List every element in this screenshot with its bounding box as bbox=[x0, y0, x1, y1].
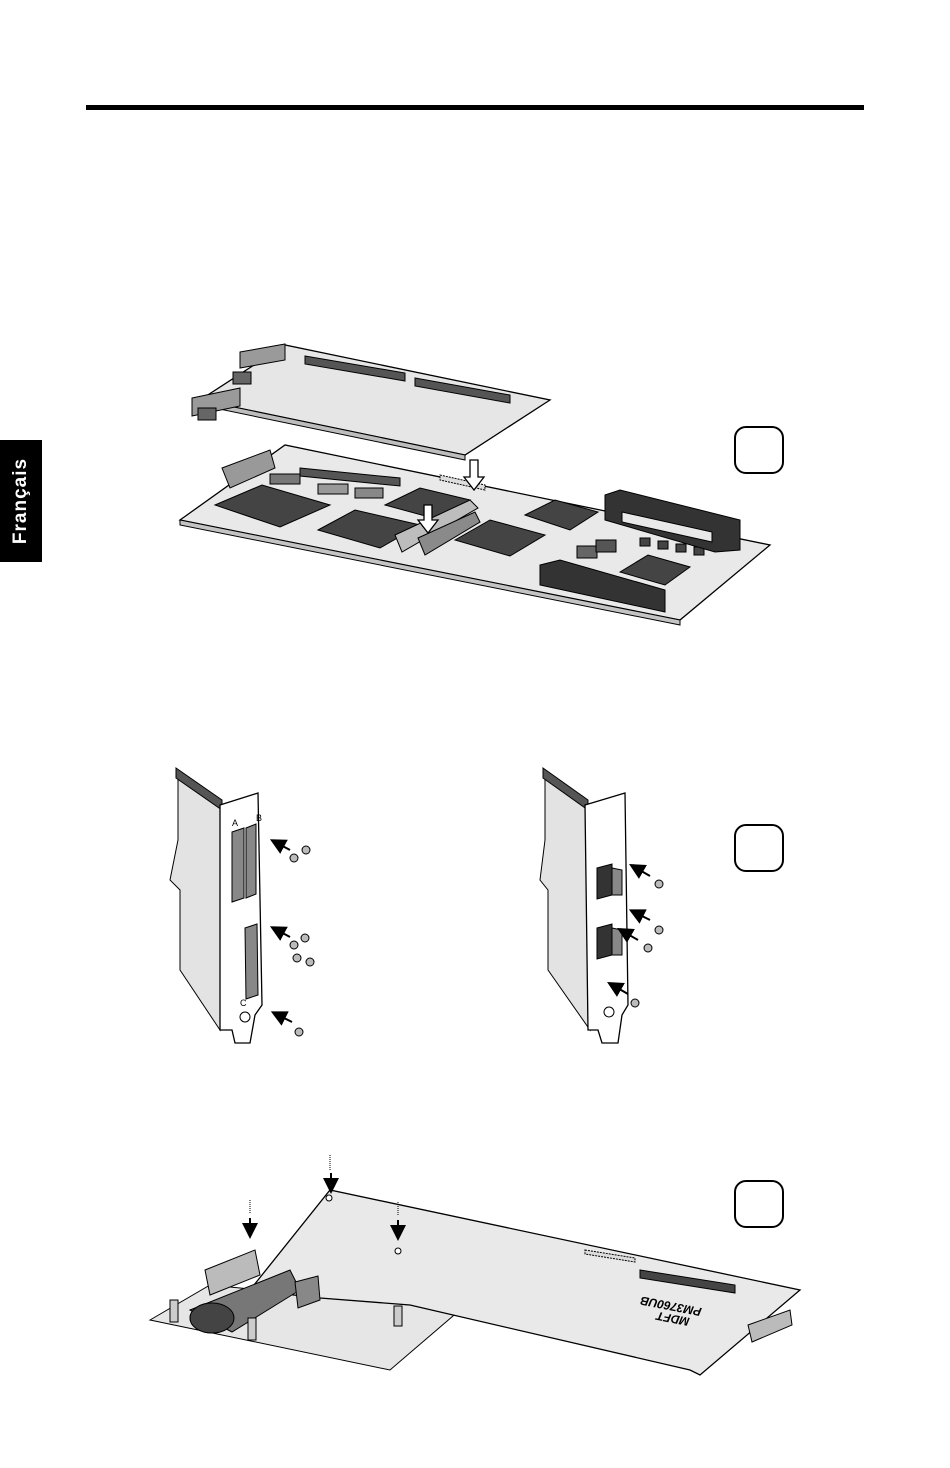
figure-2-left-bracket: A B C bbox=[170, 768, 314, 1043]
screw-icons-right bbox=[631, 880, 663, 1007]
port-c-label: C bbox=[240, 998, 247, 1008]
screw-icons bbox=[290, 846, 314, 1036]
daughter-card bbox=[192, 344, 550, 460]
port-b-label: B bbox=[256, 813, 262, 823]
port-a-label: A bbox=[232, 818, 238, 828]
figure-1-board-assembly bbox=[180, 344, 770, 625]
figure-3-installation: MDFT PM3760UB bbox=[150, 1155, 800, 1375]
figure-2-right-bracket bbox=[540, 768, 663, 1043]
